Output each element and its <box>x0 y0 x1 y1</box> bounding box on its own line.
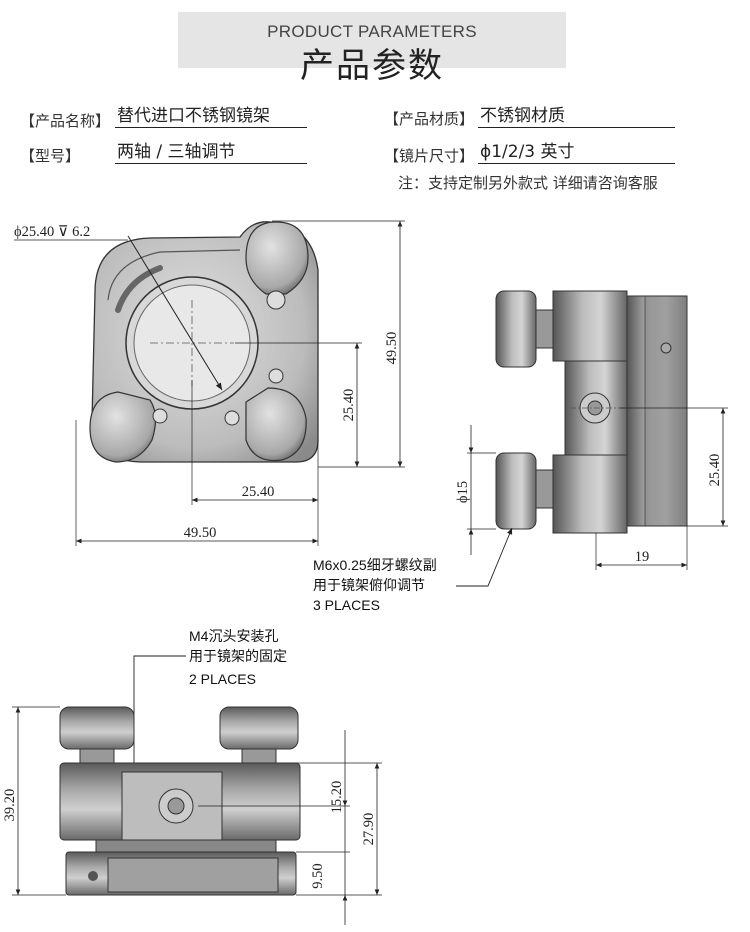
thread-note-line1: M6x0.25细牙螺纹副 <box>313 557 437 573</box>
mount-note-line1: M4沉头安装孔 <box>189 628 278 644</box>
bottom-view: M4沉头安装孔 用于镜架的固定 2 PLACES 39.20 15.20 27.… <box>2 628 382 925</box>
bottom-height-dim: 39.20 <box>2 789 18 822</box>
front-height-dim: 49.50 <box>384 332 400 365</box>
lens-size-value: ϕ1/2/3 英寸 <box>478 142 675 164</box>
title-banner: PRODUCT PARAMETERS 产品参数 <box>178 12 566 86</box>
customization-note: 注：支持定制另外款式 详细请咨询客服 <box>398 174 658 192</box>
lens-size-label: 【镜片尺寸】 <box>384 147 475 165</box>
side-knob-dia-dim: ϕ15 <box>455 481 471 503</box>
front-center-y-dim: 25.40 <box>341 389 357 422</box>
material-label: 【产品材质】 <box>384 110 475 128</box>
front-knob-bottom-left <box>89 391 157 463</box>
side-rear-plate <box>552 290 628 362</box>
title-chinese: 产品参数 <box>300 46 444 86</box>
material-value: 不锈钢材质 <box>478 106 675 128</box>
mount-note-line2: 用于镜架的固定 <box>189 648 287 664</box>
front-hole-dim: ϕ25.40 ⊽ 6.2 <box>14 224 90 240</box>
side-knob-top <box>495 290 537 368</box>
side-knob-bottom <box>495 452 537 530</box>
mount-note-line3: 2 PLACES <box>189 671 256 687</box>
front-view: ϕ25.40 ⊽ 6.2 49.50 25.40 25.40 49.50 <box>14 220 405 546</box>
front-knob-top-right <box>245 221 309 295</box>
model-value: 两轴 / 三轴调节 <box>115 142 307 164</box>
thread-note-line2: 用于镜架俯仰调节 <box>313 577 425 593</box>
product-name-label: 【产品名称】 <box>20 112 111 130</box>
front-center-x-dim: 25.40 <box>242 484 275 500</box>
front-width-dim: 49.50 <box>184 525 217 541</box>
title-english: PRODUCT PARAMETERS <box>267 22 477 41</box>
bottom-knob-right <box>219 706 299 750</box>
bottom-body-h-dim: 27.90 <box>361 813 377 846</box>
side-center-y-dim: 25.40 <box>707 454 723 487</box>
front-knob-bottom-right <box>245 387 307 462</box>
thread-note-line3: 3 PLACES <box>313 597 380 613</box>
model-label: 【型号】 <box>20 147 81 165</box>
bottom-hole-h-dim: 15.20 <box>329 781 345 814</box>
product-name-value: 替代进口不锈钢镜架 <box>115 106 307 128</box>
bottom-base-h-dim: 9.50 <box>310 863 326 888</box>
bottom-knob-left <box>59 706 135 750</box>
side-depth-dim: 19 <box>635 549 650 565</box>
side-view: 25.40 ϕ15 19 M6x0.25细牙螺纹副 用于镜架俯仰调节 3 PLA… <box>313 290 728 613</box>
